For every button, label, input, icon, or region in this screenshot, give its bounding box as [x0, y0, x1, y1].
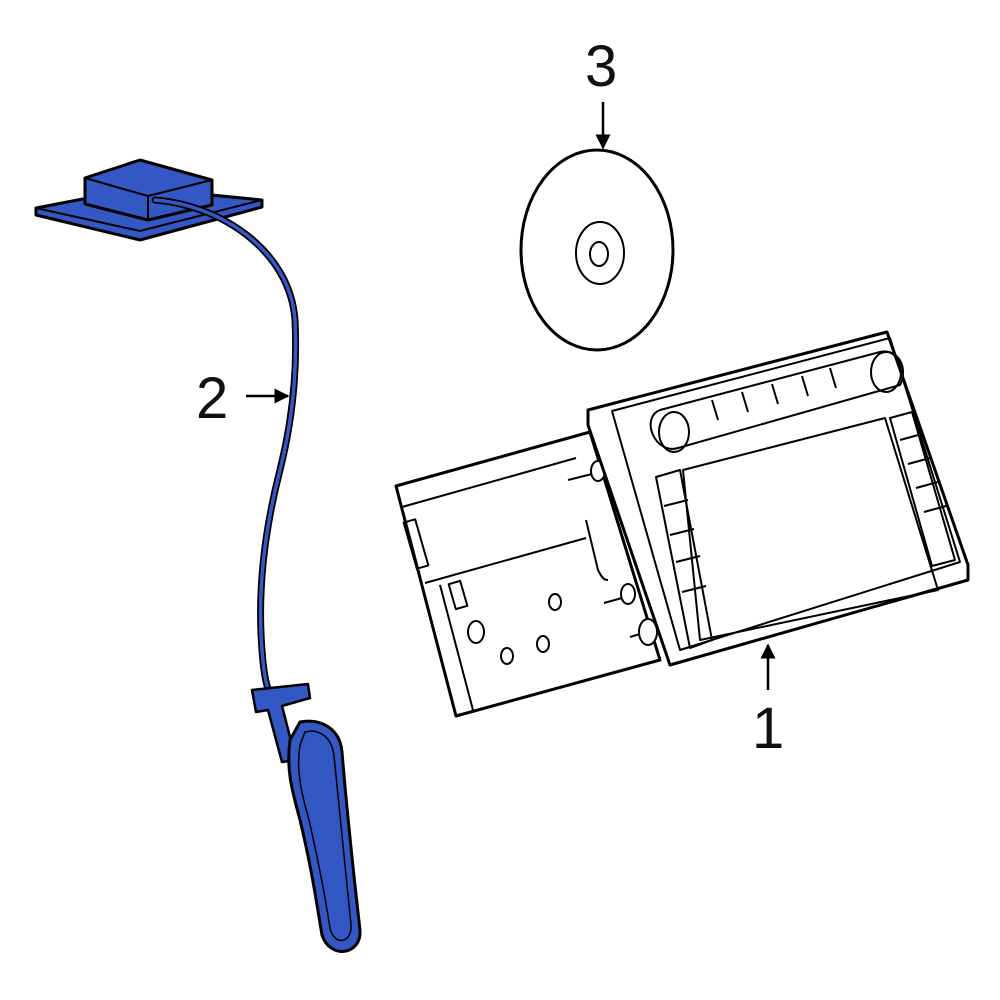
callout-1-label: 1 — [752, 696, 785, 761]
disc-part — [519, 148, 675, 352]
radio-unit-part — [394, 330, 970, 718]
antenna-part — [34, 158, 362, 953]
callout-3-label: 3 — [585, 34, 618, 99]
callout-2-label: 2 — [196, 366, 229, 431]
